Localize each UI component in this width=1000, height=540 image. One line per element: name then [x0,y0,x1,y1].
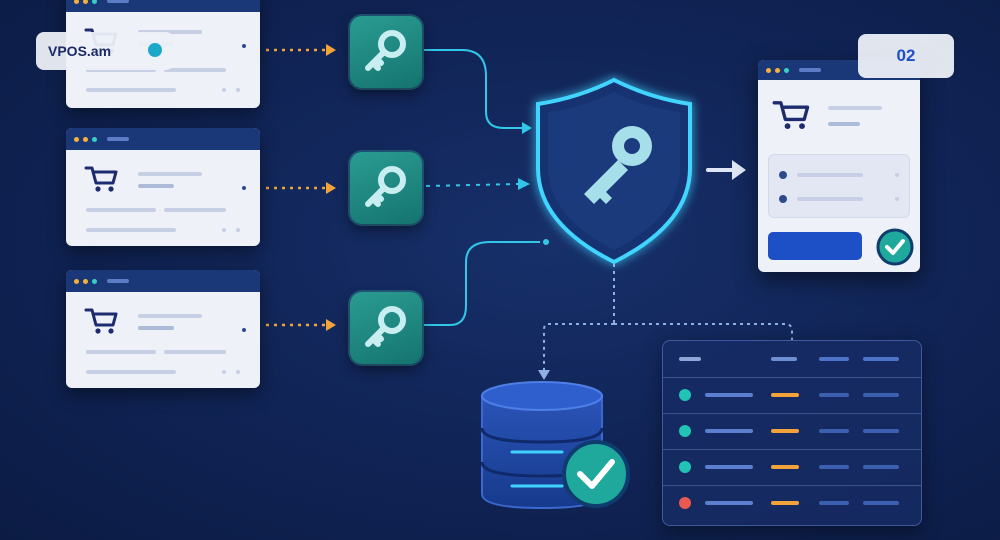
store-window [66,270,260,388]
arrow-heads-cyan [518,122,549,245]
checkout-window [758,60,920,272]
check-icon [562,440,630,508]
store-to-key-arrows [266,48,326,327]
table-row [663,449,921,484]
api-key-tile [350,152,422,224]
window-titlebar [66,0,260,12]
key-to-shield-lines [424,49,540,326]
window-titlebar [66,270,260,292]
table-row [663,377,921,412]
key-icon [365,306,406,347]
status-dot [679,461,691,473]
arrow-right-icon [706,160,746,180]
step-number-tag: 02 [858,34,954,78]
shopping-cart-icon [84,166,118,192]
check-icon [876,228,914,266]
arrow-heads-orange [326,44,336,331]
table-row [663,413,921,448]
status-dot [679,497,691,509]
api-key-tile [350,292,422,364]
status-dot [679,425,691,437]
table-row [663,485,921,520]
window-titlebar [66,128,260,150]
shield-key-icon [536,77,692,265]
store-window [66,128,260,246]
status-dot [679,389,691,401]
shield-to-storage-lines [543,264,793,372]
payment-form [768,154,910,218]
brand-label: VPOS.am [48,43,112,59]
shopping-cart-icon [84,308,118,334]
transactions-table [662,340,922,526]
key-icon [365,30,406,71]
pay-button[interactable] [768,232,862,260]
api-key-tile [350,16,422,88]
brand-tag: VPOS.am [36,32,174,70]
key-icon [365,166,406,207]
shopping-cart-icon [772,101,810,129]
table-header [663,341,921,377]
brand-dot [148,43,162,57]
